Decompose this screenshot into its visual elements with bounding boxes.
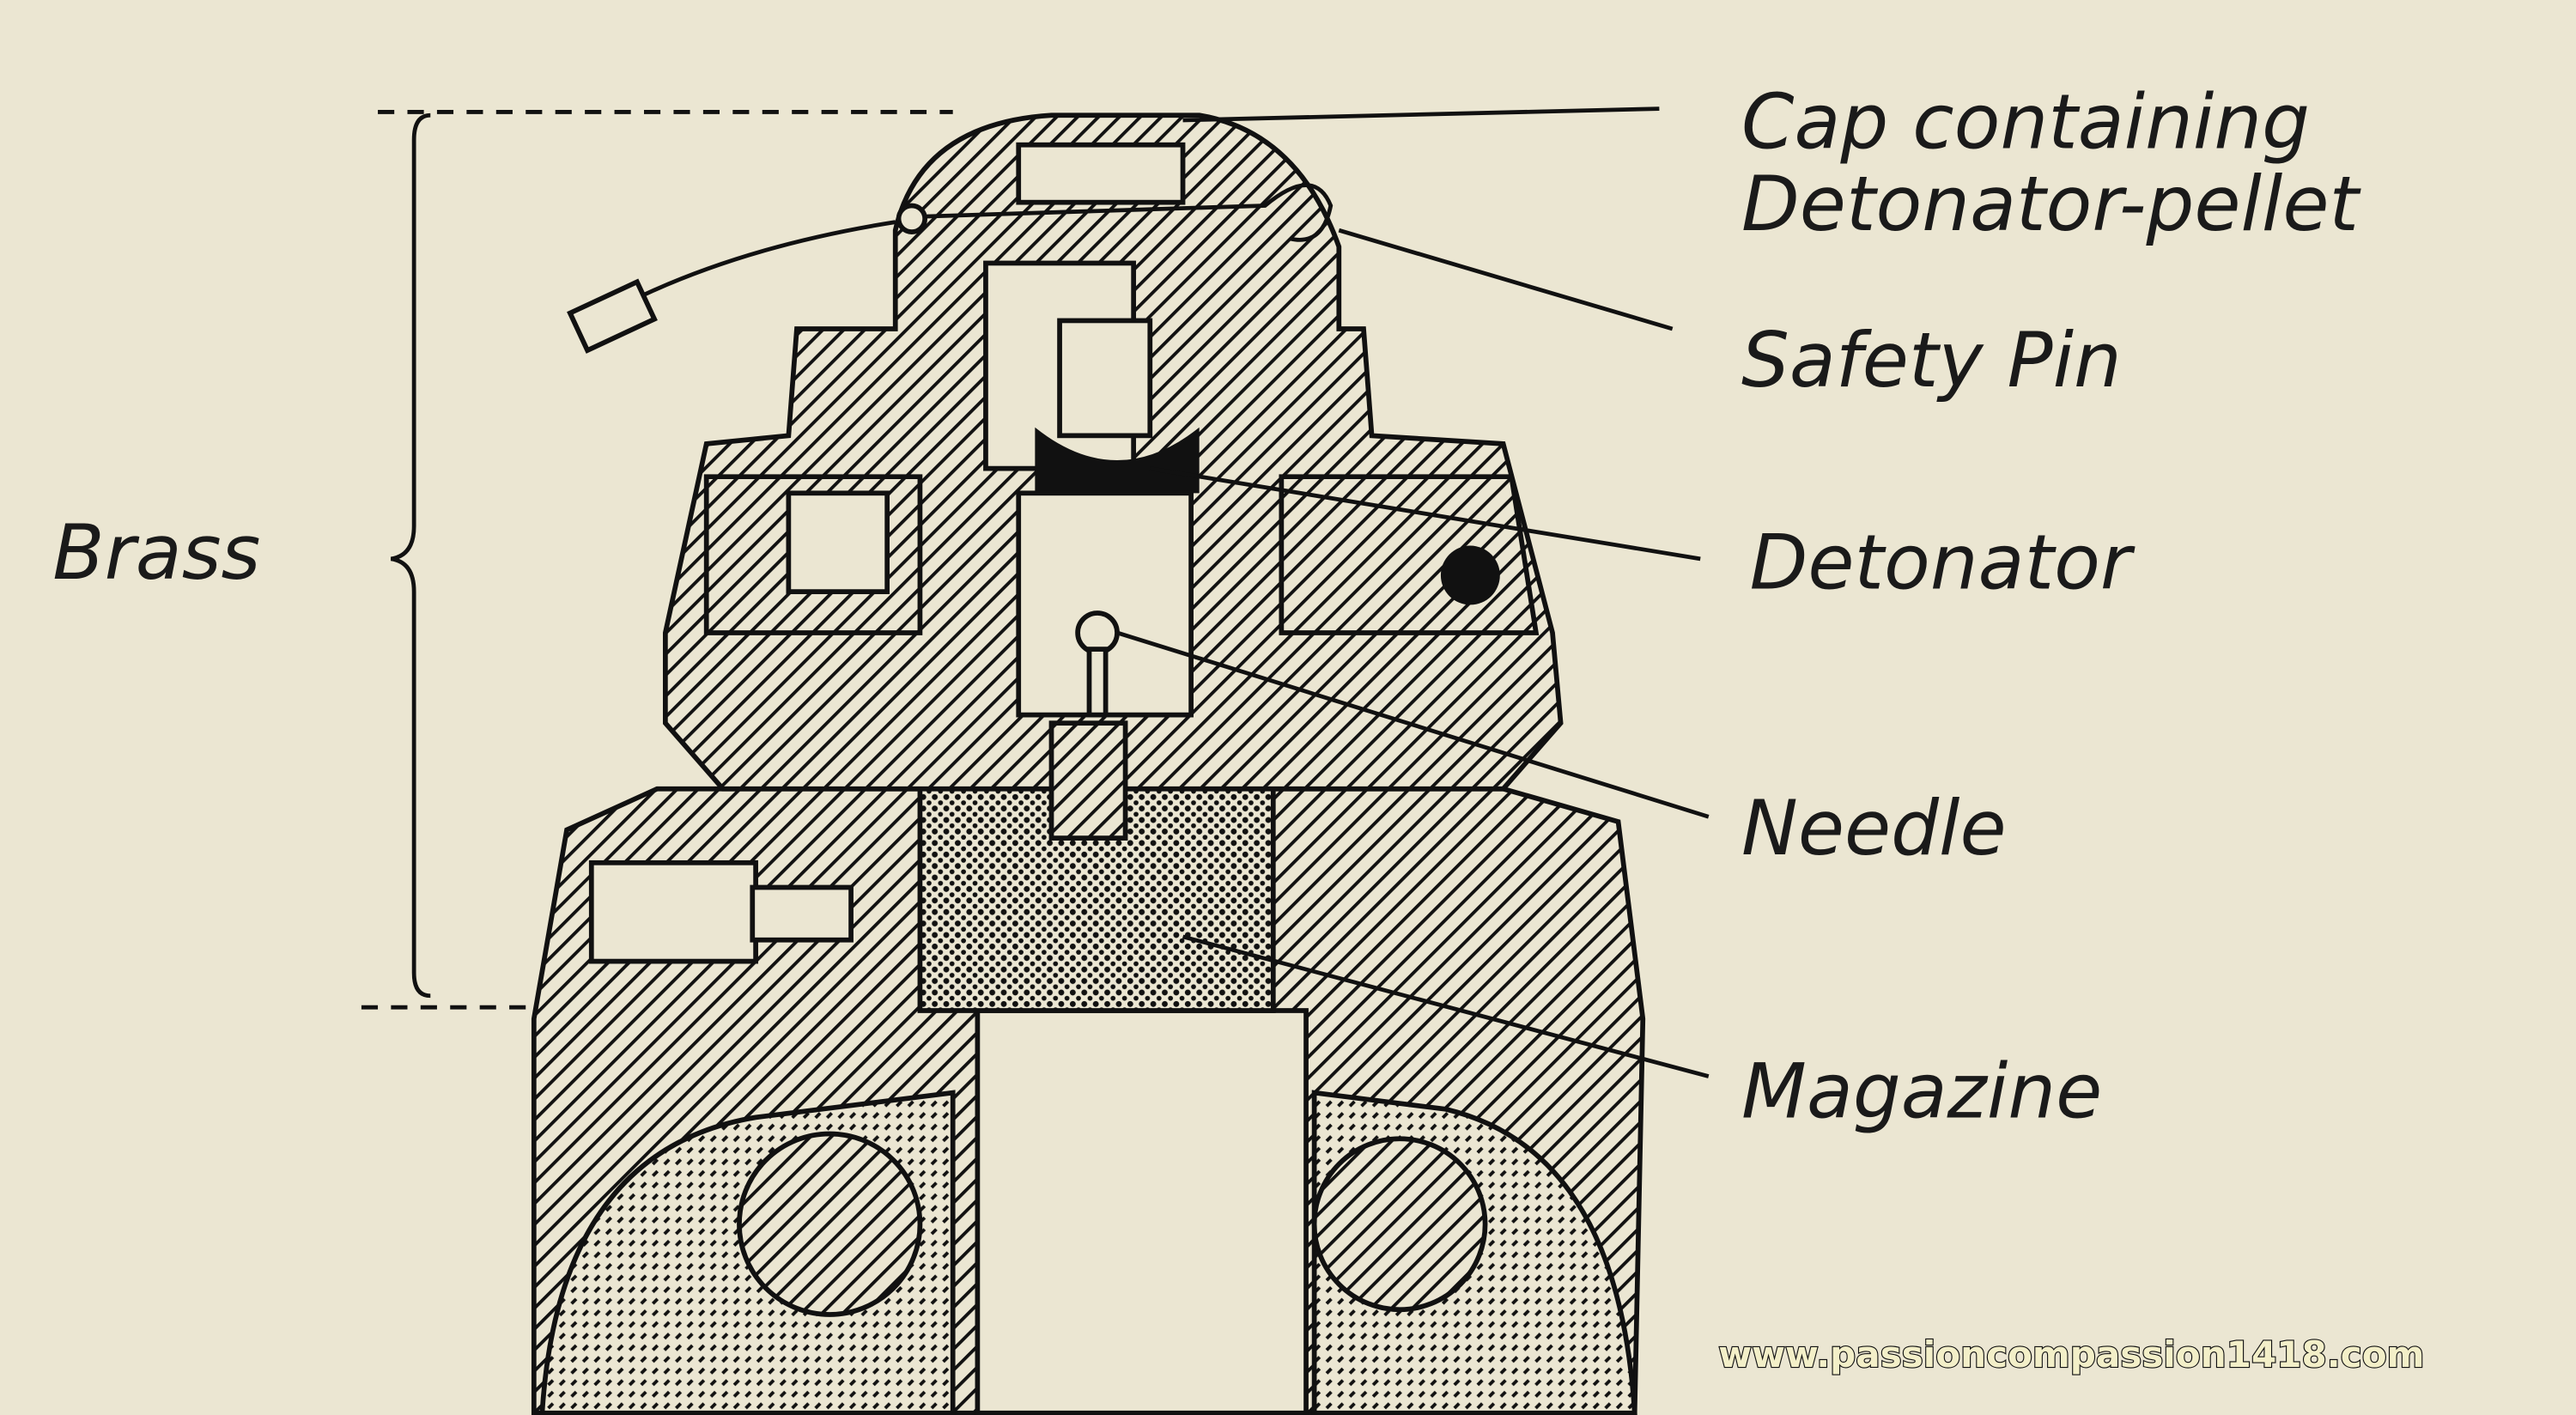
brass-extent-markers (361, 110, 953, 1010)
watermark: www.passioncompassion1418.com (1718, 1333, 2424, 1376)
needle (1086, 647, 1109, 718)
label-cap-line1: Cap containing (1741, 78, 2310, 167)
brace (390, 112, 431, 999)
label-brass: Brass (52, 508, 260, 597)
label-safety-pin: Safety Pin (1741, 316, 2122, 404)
label-cap-line2: Detonator-pellet (1741, 160, 2361, 248)
leader-lines (1116, 106, 1710, 1078)
label-needle: Needle (1741, 784, 2007, 872)
label-detonator: Detonator (1750, 518, 2136, 606)
safety-pin (567, 183, 1334, 354)
label-magazine: Magazine (1741, 1047, 2102, 1135)
fuse-head (663, 112, 1564, 841)
detonator (1035, 427, 1200, 494)
grenade-body (531, 769, 1646, 1415)
